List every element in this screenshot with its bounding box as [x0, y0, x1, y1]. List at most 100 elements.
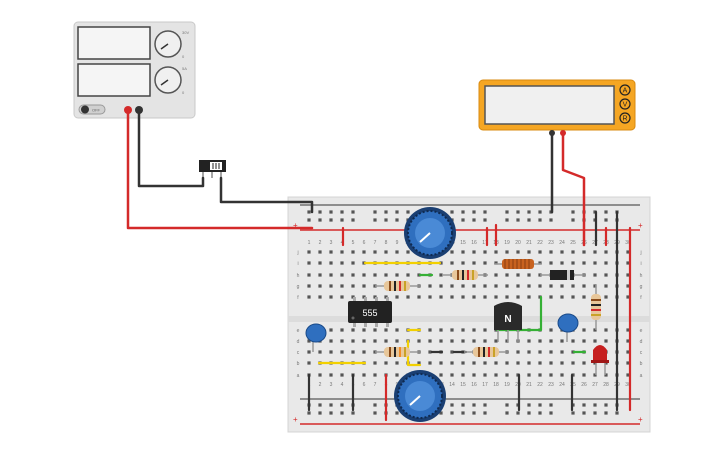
breadboard-hole[interactable]	[549, 411, 553, 415]
breadboard-hole[interactable]	[384, 218, 388, 222]
breadboard-hole[interactable]	[384, 328, 388, 332]
breadboard-hole[interactable]	[560, 261, 564, 265]
breadboard-hole[interactable]	[472, 210, 476, 214]
breadboard-hole[interactable]	[571, 411, 575, 415]
breadboard-hole[interactable]	[516, 295, 520, 299]
breadboard-hole[interactable]	[571, 284, 575, 288]
breadboard-hole[interactable]	[582, 361, 586, 365]
breadboard-hole[interactable]	[450, 250, 454, 254]
breadboard-hole[interactable]	[593, 284, 597, 288]
breadboard-hole[interactable]	[571, 218, 575, 222]
breadboard-hole[interactable]	[351, 411, 355, 415]
wire-black[interactable]	[219, 176, 314, 214]
breadboard-hole[interactable]	[428, 339, 432, 343]
breadboard-hole[interactable]	[461, 361, 465, 365]
breadboard-hole[interactable]	[439, 339, 443, 343]
breadboard-hole[interactable]	[538, 373, 542, 377]
breadboard-hole[interactable]	[351, 218, 355, 222]
breadboard-hole[interactable]	[505, 250, 509, 254]
breadboard-hole[interactable]	[395, 273, 399, 277]
breadboard-hole[interactable]	[472, 361, 476, 365]
breadboard-hole[interactable]	[549, 284, 553, 288]
breadboard-hole[interactable]	[527, 273, 531, 277]
breadboard-hole[interactable]	[373, 403, 377, 407]
breadboard-hole[interactable]	[428, 328, 432, 332]
breadboard-hole[interactable]	[571, 250, 575, 254]
breadboard-hole[interactable]	[516, 210, 520, 214]
breadboard-hole[interactable]	[626, 373, 630, 377]
breadboard-hole[interactable]	[527, 373, 531, 377]
breadboard-hole[interactable]	[461, 295, 465, 299]
breadboard-hole[interactable]	[373, 328, 377, 332]
breadboard-hole[interactable]	[373, 218, 377, 222]
power-switch[interactable]: OFF	[78, 104, 106, 115]
breadboard-hole[interactable]	[571, 295, 575, 299]
breadboard-hole[interactable]	[461, 261, 465, 265]
breadboard-hole[interactable]	[329, 250, 333, 254]
breadboard-hole[interactable]	[571, 339, 575, 343]
breadboard-hole[interactable]	[472, 295, 476, 299]
breadboard-hole[interactable]	[461, 403, 465, 407]
breadboard-hole[interactable]	[329, 328, 333, 332]
breadboard-hole[interactable]	[318, 295, 322, 299]
breadboard-hole[interactable]	[549, 250, 553, 254]
breadboard-hole[interactable]	[318, 218, 322, 222]
breadboard-hole[interactable]	[362, 328, 366, 332]
breadboard-hole[interactable]	[461, 210, 465, 214]
breadboard-hole[interactable]	[340, 411, 344, 415]
breadboard-hole[interactable]	[307, 350, 311, 354]
breadboard-hole[interactable]	[516, 361, 520, 365]
breadboard-hole[interactable]	[362, 250, 366, 254]
breadboard-hole[interactable]	[582, 373, 586, 377]
resistor[interactable]	[375, 347, 420, 357]
breadboard-hole[interactable]	[483, 295, 487, 299]
breadboard-hole[interactable]	[615, 411, 619, 415]
breadboard-hole[interactable]	[307, 295, 311, 299]
breadboard-hole[interactable]	[604, 261, 608, 265]
breadboard-hole[interactable]	[450, 328, 454, 332]
breadboard-hole[interactable]	[340, 210, 344, 214]
breadboard-hole[interactable]	[384, 339, 388, 343]
breadboard-hole[interactable]	[604, 218, 608, 222]
breadboard-hole[interactable]	[406, 250, 410, 254]
breadboard-hole[interactable]	[373, 373, 377, 377]
breadboard-hole[interactable]	[604, 411, 608, 415]
breadboard-hole[interactable]	[527, 361, 531, 365]
breadboard-hole[interactable]	[318, 273, 322, 277]
breadboard-hole[interactable]	[560, 295, 564, 299]
breadboard-hole[interactable]	[318, 250, 322, 254]
breadboard-hole[interactable]	[340, 284, 344, 288]
breadboard-hole[interactable]	[626, 261, 630, 265]
breadboard-hole[interactable]	[472, 218, 476, 222]
breadboard-hole[interactable]	[494, 361, 498, 365]
breadboard-hole[interactable]	[571, 261, 575, 265]
breadboard-hole[interactable]	[494, 250, 498, 254]
breadboard-hole[interactable]	[494, 373, 498, 377]
breadboard-hole[interactable]	[549, 339, 553, 343]
resistor[interactable]	[464, 347, 508, 357]
breadboard-hole[interactable]	[472, 411, 476, 415]
breadboard-hole[interactable]	[362, 339, 366, 343]
breadboard-hole[interactable]	[318, 411, 322, 415]
breadboard-hole[interactable]	[329, 261, 333, 265]
breadboard-hole[interactable]	[538, 403, 542, 407]
breadboard-hole[interactable]	[560, 373, 564, 377]
breadboard-hole[interactable]	[307, 284, 311, 288]
breadboard-hole[interactable]	[340, 339, 344, 343]
breadboard-hole[interactable]	[307, 218, 311, 222]
breadboard-hole[interactable]	[494, 284, 498, 288]
breadboard-hole[interactable]	[538, 210, 542, 214]
multimeter[interactable]: A V R	[478, 79, 636, 136]
breadboard-hole[interactable]	[351, 261, 355, 265]
breadboard-hole[interactable]	[450, 361, 454, 365]
breadboard-hole[interactable]	[340, 250, 344, 254]
breadboard-hole[interactable]	[604, 284, 608, 288]
ceramic-capacitor[interactable]	[557, 313, 579, 342]
breadboard-hole[interactable]	[340, 273, 344, 277]
breadboard-hole[interactable]	[516, 284, 520, 288]
breadboard-hole[interactable]	[307, 339, 311, 343]
breadboard-hole[interactable]	[626, 350, 630, 354]
breadboard-hole[interactable]	[307, 261, 311, 265]
breadboard-hole[interactable]	[384, 361, 388, 365]
breadboard-hole[interactable]	[417, 361, 421, 365]
